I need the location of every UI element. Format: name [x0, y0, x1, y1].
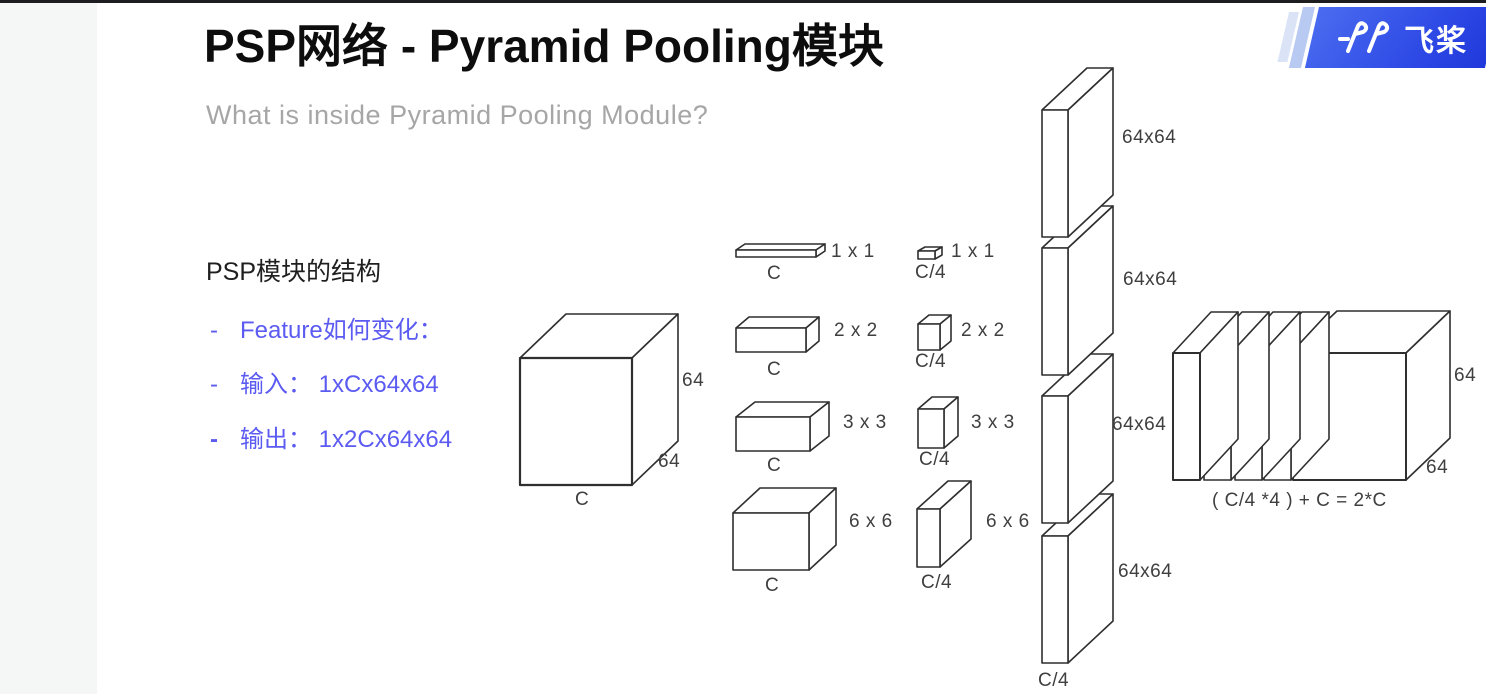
- bullet-input: -输入： 1xCx64x64: [210, 364, 439, 399]
- bullet-feature: -Feature如何变化：: [210, 310, 443, 345]
- upsampled-slab-1: [1041, 67, 1114, 238]
- pool-c4-6x6-channel-label: C/4: [921, 572, 953, 593]
- pool-c4-1x1-box: [917, 246, 943, 260]
- pool-c-1x1-size-label: 1 x 1: [831, 241, 875, 262]
- pool-c4-3x3-box: [917, 396, 959, 449]
- pool-c-3x3-size-label: 3 x 3: [843, 412, 887, 433]
- left-gutter: [0, 3, 97, 694]
- upsampled-channel-label: C/4: [1038, 670, 1070, 691]
- upsampled-1-label: 64x64: [1122, 127, 1177, 148]
- upsampled-3-label: 64x64: [1112, 414, 1167, 435]
- input-cube-depth-label: 64: [658, 451, 681, 472]
- input-cube: [518, 313, 679, 487]
- pool-c-1x1-box: [735, 243, 826, 258]
- pool-c-3x3-box: [735, 401, 830, 452]
- upsampled-slab-3: [1041, 353, 1114, 524]
- paddlepaddle-mark-icon: [1338, 21, 1390, 53]
- bullet-dash: -: [210, 371, 218, 398]
- pool-c-2x2-size-label: 2 x 2: [834, 320, 878, 341]
- pool-c4-3x3-channel-label: C/4: [919, 449, 951, 470]
- pool-c4-1x1-channel-label: C/4: [915, 262, 947, 283]
- concat-height-label: 64: [1454, 365, 1477, 386]
- bullet-text: Feature如何变化：: [240, 317, 443, 344]
- bullet-output: -输出： 1x2Cx64x64: [210, 419, 452, 454]
- concat-depth-label: 64: [1426, 457, 1449, 478]
- pool-c4-6x6-box: [916, 480, 972, 568]
- pool-c4-3x3-size-label: 3 x 3: [971, 412, 1015, 433]
- top-border-line: [0, 0, 1486, 3]
- upsampled-2-label: 64x64: [1123, 269, 1178, 290]
- concat-slab-1: [1172, 311, 1239, 481]
- bullet-dash: -: [210, 426, 218, 453]
- bullet-dash: -: [210, 317, 218, 344]
- pool-c4-2x2-box: [917, 314, 952, 351]
- pool-c4-6x6-size-label: 6 x 6: [986, 511, 1030, 532]
- bullet-text: 输入： 1xCx64x64: [240, 371, 439, 398]
- pool-c-6x6-box: [732, 487, 837, 571]
- info-heading: PSP模块的结构: [206, 258, 382, 286]
- page-subtitle: What is inside Pyramid Pooling Module?: [206, 100, 709, 130]
- pool-c4-2x2-channel-label: C/4: [915, 351, 947, 372]
- pool-c4-1x1-size-label: 1 x 1: [951, 241, 995, 262]
- concat-equation-label: ( C/4 *4 ) + C = 2*C: [1212, 490, 1387, 511]
- input-cube-channel-label: C: [575, 489, 590, 510]
- pool-c-3x3-channel-label: C: [767, 455, 782, 476]
- pool-c4-2x2-size-label: 2 x 2: [961, 320, 1005, 341]
- pool-c-6x6-channel-label: C: [765, 575, 780, 596]
- bullet-text: 输出： 1x2Cx64x64: [240, 426, 453, 453]
- pool-c-1x1-channel-label: C: [767, 263, 782, 284]
- page-title: PSP网络 - Pyramid Pooling模块: [204, 20, 884, 72]
- upsampled-4-label: 64x64: [1118, 561, 1173, 582]
- pool-c-6x6-size-label: 6 x 6: [849, 511, 893, 532]
- paddlepaddle-logo: 飞桨: [1338, 16, 1486, 60]
- pool-c-2x2-channel-label: C: [767, 359, 782, 380]
- input-cube-height-label: 64: [682, 370, 705, 391]
- brand-name: 飞桨: [1404, 25, 1468, 58]
- pool-c-2x2-box: [735, 316, 820, 353]
- upsampled-slab-4: [1041, 493, 1114, 664]
